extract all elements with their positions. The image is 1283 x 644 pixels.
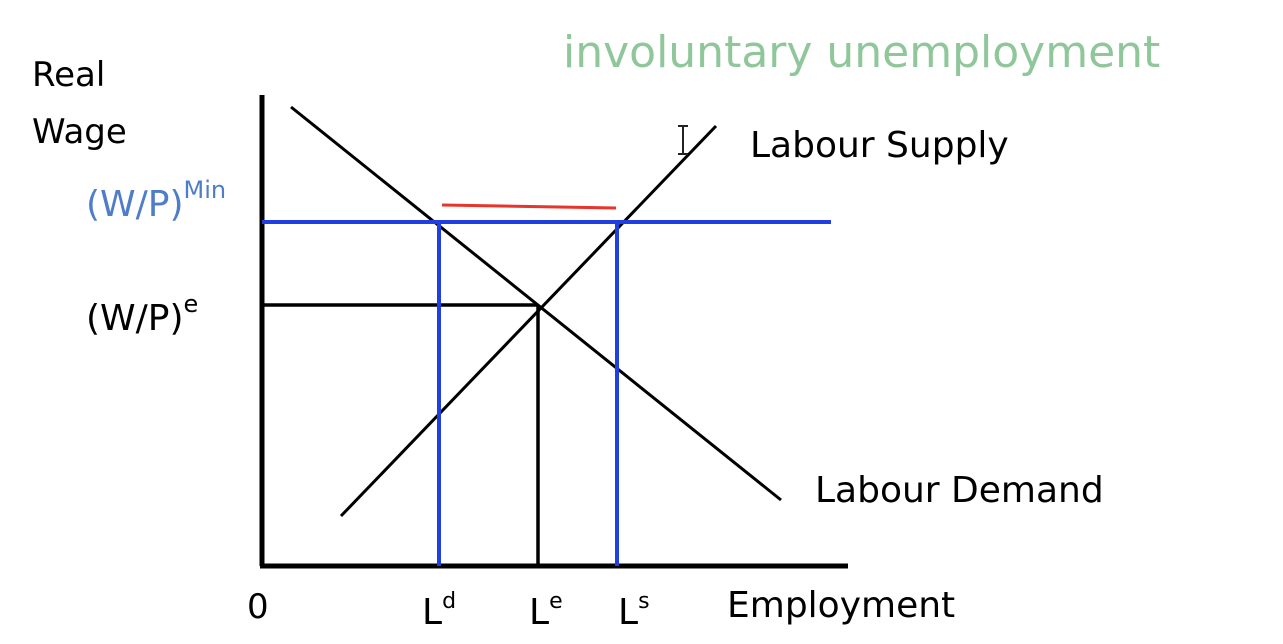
labour-demanded-label-base: L — [422, 592, 442, 633]
equilibrium-wage-label: (W/P)e — [86, 290, 198, 339]
labour-equilibrium-label-base: L — [529, 592, 549, 633]
labour-supply-label: Labour Supply — [750, 125, 1009, 166]
labour-supplied-label: Ls — [618, 589, 650, 633]
unemployment-gap-line — [441, 203, 617, 210]
origin-label: 0 — [247, 587, 269, 627]
labour-supplied-label-sup: s — [638, 589, 649, 614]
labour-supplied-label-base: L — [618, 592, 638, 633]
equilibrium-wage-label-base: (W/P) — [86, 298, 184, 339]
labour-demand-curve — [290, 105, 782, 502]
labour-demanded-label-sup: d — [442, 589, 456, 614]
labour-demand-label: Labour Demand — [815, 470, 1104, 511]
labour-supply-curve — [339, 124, 718, 518]
text-cursor-icon — [678, 125, 688, 155]
labour-demanded-label: Ld — [422, 589, 456, 633]
minimum-wage-label-base: (W/P) — [86, 184, 184, 225]
labour-equilibrium-label-sup: e — [549, 589, 563, 614]
minimum-wage-label: (W/P)Min — [86, 176, 226, 225]
y-axis-label-line2: Wage — [32, 112, 127, 152]
y-axis-label-line1: Real — [32, 55, 105, 95]
equilibrium-wage-label-sup: e — [184, 290, 199, 318]
x-axis-label: Employment — [727, 585, 955, 626]
minimum-wage-label-sup: Min — [184, 176, 227, 204]
annotation-title: involuntary unemployment — [563, 27, 1160, 78]
labour-equilibrium-label: Le — [529, 589, 563, 633]
